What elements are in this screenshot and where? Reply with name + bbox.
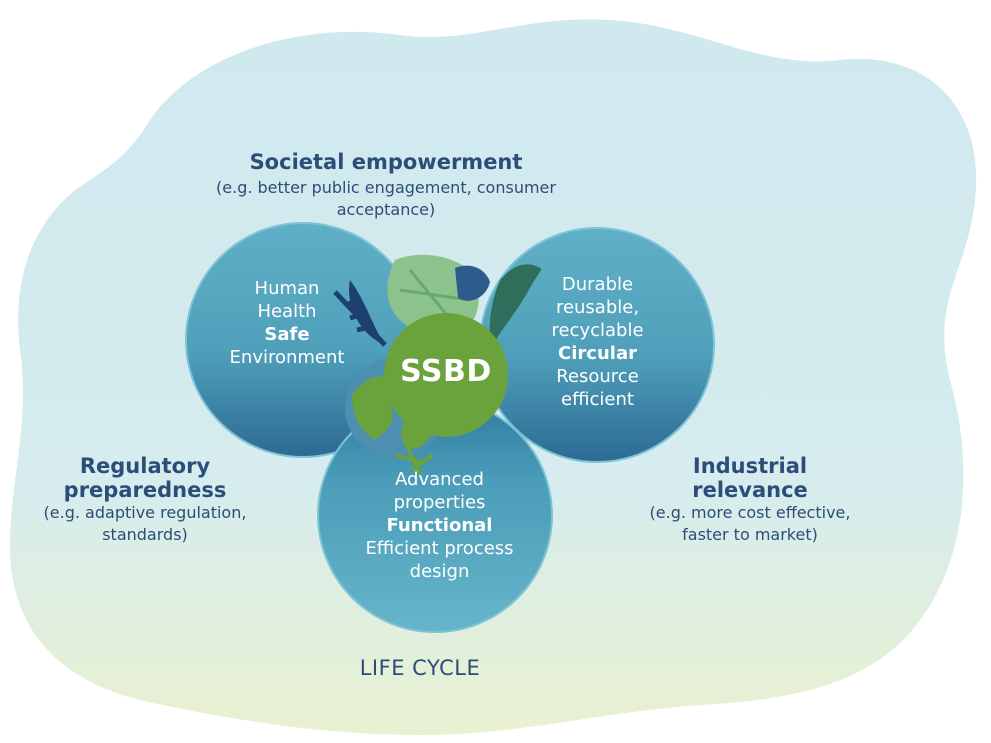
societal-subtitle: (e.g. better public engagement, consumer… [216,178,556,219]
functional-line3: Efficient process [365,538,514,559]
functional-line4: design [409,561,470,582]
life-cycle-label: LIFE CYCLE [359,656,481,680]
industrial-title-line1: Industrial [692,454,808,478]
functional-circle-text: Advanced properties Functional Efficient… [352,468,527,583]
safe-line2: Health [257,301,317,322]
societal-title: Societal empowerment [249,150,523,174]
safe-line1: Human [254,278,320,299]
circular-line1: Durable [561,274,634,295]
industrial-sub-line1: (e.g. more cost effective, [649,503,851,522]
circular-line3: recyclable [551,320,644,341]
industrial-sub-line2: faster to market) [682,525,818,544]
societal-block: Societal empowerment (e.g. better public… [196,150,576,221]
safe-line3: Environment [229,347,345,368]
functional-line1: Advanced [395,469,484,490]
industrial-block: Industrial relevance (e.g. more cost eff… [625,454,875,546]
circular-circle-text: Durable reusable, recyclable Circular Re… [530,273,665,411]
functional-keyword: Functional [386,515,493,536]
safe-keyword: Safe [264,324,310,345]
safe-circle-text: Human Health Safe Environment [222,277,352,369]
industrial-title-line2: relevance [692,478,808,502]
regulatory-block: Regulatory preparedness (e.g. adaptive r… [20,454,270,546]
circular-line4: Resource [556,366,639,387]
leaves-icon [333,254,542,476]
regulatory-title-line1: Regulatory [79,454,211,478]
circular-line5: efficient [561,389,634,410]
ssbd-center-circle [384,313,508,437]
circular-line2: reusable, [555,297,640,318]
regulatory-title-line2: preparedness [63,478,227,502]
regulatory-sub-line1: (e.g. adaptive regulation, [43,503,247,522]
regulatory-sub-line2: standards) [102,525,188,544]
ssbd-label: SSBD [400,354,492,389]
functional-line2: properties [393,492,486,513]
circular-keyword: Circular [558,343,637,364]
